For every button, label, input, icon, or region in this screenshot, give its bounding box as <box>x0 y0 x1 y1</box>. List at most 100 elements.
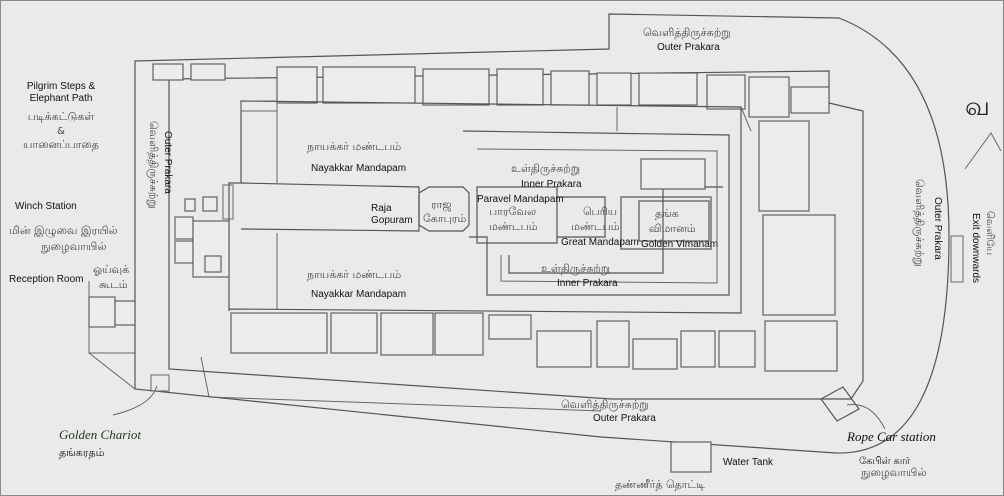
great-mandapam-ta-1: பெரிய <box>583 205 618 218</box>
shrine-box <box>422 68 490 106</box>
shrine-box <box>380 312 434 356</box>
raja-gopuram-outline <box>418 186 470 232</box>
pilgrim-steps-ta-1: படிக்கட்டுகள் <box>27 110 95 123</box>
rope-car-box <box>820 386 860 422</box>
inner-prakara-inner <box>476 148 718 284</box>
outer-prakara-top-en: Outer Prakara <box>657 42 720 53</box>
paravel-mandapam-ta-2: மண்டபம் <box>489 220 538 233</box>
shrine-box <box>638 72 698 106</box>
shrine-box <box>496 68 544 106</box>
raja-gopuram-ta-2: கோபுரம் <box>423 212 467 225</box>
shrine-box <box>680 330 716 368</box>
chariot-pointer <box>112 385 158 416</box>
inner-prakara-top-ta: உள்திருச்சுற்று <box>511 162 581 175</box>
paravel-mandapam-box <box>476 186 558 244</box>
hill-path <box>88 352 136 390</box>
stair-block <box>222 184 234 220</box>
shrine-box <box>330 312 378 354</box>
raja-gopuram-en-2: Gopuram <box>371 215 413 226</box>
paravel-mandapam-ta-1: பாரவேல <box>489 205 537 218</box>
rope-car-station-ta-2: நுழைவாயில் <box>861 466 927 479</box>
inner-prakara-bottom-ta: உள்திருச்சுற்று <box>541 262 611 275</box>
pilgrim-steps-ta-2: யானைப்பாதை <box>23 138 99 151</box>
shrine-box <box>202 196 218 212</box>
great-mandapam-en: Great Mandapam <box>561 237 639 248</box>
reception-box <box>88 296 116 328</box>
nayakkar-mandapam-top-en: Nayakkar Mandapam <box>311 163 407 174</box>
vimanam-outer <box>620 196 712 250</box>
shrine-box <box>640 158 706 190</box>
great-mandapam-outline <box>557 196 606 238</box>
outer-wall <box>134 13 950 454</box>
pilgrim-steps-en-1: Pilgrim Steps & <box>26 81 96 92</box>
shrine-box <box>276 66 318 104</box>
golden-vimanam-en: Golden Vimanam <box>641 239 719 250</box>
shrine-box <box>764 320 838 372</box>
winch-station-en: Winch Station <box>15 201 77 212</box>
shrine-box <box>174 240 194 264</box>
reception-room-ta-2: கூடம் <box>99 278 128 291</box>
reception-room-ta-1: ஓய்வுக் <box>93 263 130 276</box>
exit-stairs <box>950 235 964 283</box>
golden-vimanam-ta-2: விமானம் <box>649 222 696 235</box>
nayakkar-mandapam-top-ta: நாயக்கர் மண்டபம் <box>307 140 402 153</box>
winch-station-ta-1: மின் இழுவை இரயில் <box>9 224 118 237</box>
exit-downwards-en: Exit downwards <box>970 213 981 284</box>
outer-prakara-bottom-en: Outer Prakara <box>593 413 656 424</box>
paravel-mandapam-en: Paravel Mandapam <box>477 194 564 205</box>
small-marker <box>150 374 170 392</box>
shrine-box <box>596 320 630 368</box>
corner-glyph: வ <box>965 92 990 122</box>
raja-gopuram-ta-1: ராஜ <box>431 198 452 211</box>
rope-car-pointer <box>846 404 886 430</box>
water-tank-ta: தண்ணீர்த் தொட்டி <box>615 478 706 491</box>
shrine-box <box>152 63 184 81</box>
shrine-box <box>632 338 678 370</box>
shrine-box <box>190 63 226 81</box>
nayakkar-mandapam-bottom-ta: நாயக்கர் மண்டபம் <box>307 268 402 281</box>
vimanam-inner <box>638 200 710 242</box>
stair-block <box>240 100 278 112</box>
water-tank-en: Water Tank <box>723 457 774 468</box>
shrine-box <box>488 314 532 340</box>
shrine-box <box>184 198 196 212</box>
shrine-box <box>230 312 328 354</box>
shrine-box <box>204 255 222 273</box>
exit-downwards-ta: வெளியே <box>984 211 995 256</box>
golden-vimanam-ta-1: தங்க <box>655 207 679 220</box>
water-tank-box <box>670 441 712 473</box>
outer-prakara-right-ta: வெளித்திருச்சுற்று <box>913 179 926 267</box>
outer-prakara-top-ta: வெளித்திருச்சுற்று <box>643 26 731 39</box>
shrine-box <box>762 214 836 316</box>
inner-prakara-bottom-en: Inner Prakara <box>557 278 618 289</box>
shrine-box <box>758 120 810 212</box>
reception-room-en: Reception Room <box>9 274 84 285</box>
outer-prakara-inner-edge <box>168 70 864 400</box>
shrine-box <box>322 66 416 104</box>
shrine-box <box>550 70 590 106</box>
golden-chariot-en: Golden Chariot <box>59 427 141 442</box>
shrine-box <box>706 74 746 110</box>
outer-prakara-left-ta: வெளித்திருச்சுற்று <box>147 121 160 209</box>
nayakkar-mandapam-bottom-en: Nayakkar Mandapam <box>311 289 407 300</box>
main-temple-outline <box>228 100 742 314</box>
raja-gopuram-en-1: Raja <box>371 203 392 214</box>
golden-chariot-ta: தங்கரதம் <box>59 447 105 459</box>
shrine-box <box>536 330 592 368</box>
outer-prakara-bottom-ta: வெளித்திருச்சுற்று <box>561 398 649 411</box>
shrine-box <box>748 76 790 118</box>
winch-station-ta-2: நுழைவாயில் <box>41 240 107 253</box>
pilgrim-steps-amp: & <box>57 126 65 137</box>
shrine-box <box>434 312 484 356</box>
main-temple-inner <box>276 103 752 309</box>
pilgrim-steps-en-2: Elephant Path <box>29 93 93 104</box>
inner-prakara-top-en: Inner Prakara <box>521 179 582 190</box>
shrine-box <box>718 330 756 368</box>
lower-path <box>200 356 602 412</box>
rope-car-station-ta-1: கேபிள் கார் <box>859 456 911 467</box>
reception-box <box>114 300 136 326</box>
shrine-box <box>596 72 632 106</box>
corner-arrow <box>964 132 1002 170</box>
